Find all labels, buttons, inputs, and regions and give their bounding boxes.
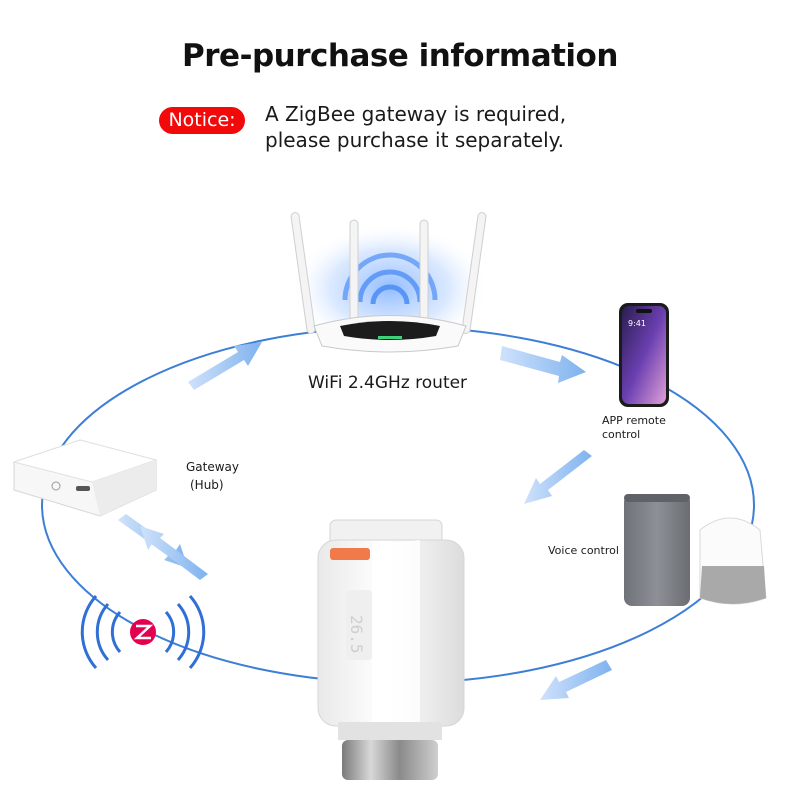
svg-text:9:41: 9:41: [628, 319, 646, 328]
router-icon: [290, 212, 490, 353]
router-label: WiFi 2.4GHz router: [308, 373, 468, 393]
flow-arrows: [118, 342, 612, 700]
valve-display-reading: 26.5: [347, 615, 366, 654]
thermostatic-valve-icon: [317, 519, 465, 780]
app-label-line-1: APP remote: [602, 414, 666, 427]
gateway-hub-icon: [12, 439, 158, 517]
smartphone-icon: 9:41: [619, 303, 669, 407]
notice-badge: Notice:: [159, 107, 245, 134]
smart-speaker-icon: [624, 494, 690, 606]
zigbee-icon: [80, 595, 206, 669]
page-title: Pre-purchase information: [182, 38, 618, 74]
notice-text-line-1: A ZigBee gateway is required,: [265, 102, 567, 126]
gateway-label: Gateway: [186, 460, 240, 474]
voice-control-label: Voice control: [548, 544, 619, 557]
google-home-icon: [699, 517, 767, 605]
hub-label: (Hub): [190, 478, 224, 492]
app-label-line-2: control: [602, 428, 641, 441]
notice-text-line-2: please purchase it separately.: [265, 128, 565, 152]
